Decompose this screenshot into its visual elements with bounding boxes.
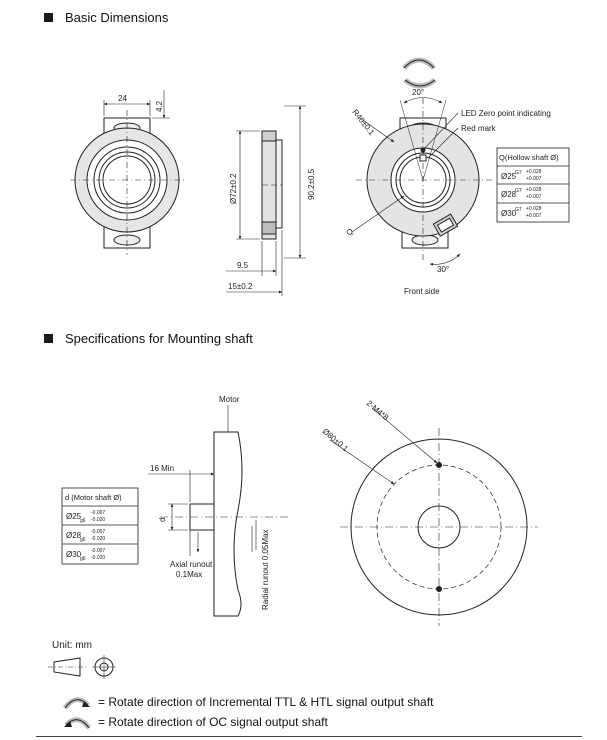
encoder-rear-view	[70, 90, 185, 255]
svg-text:+0.007: +0.007	[526, 213, 542, 219]
dim-20deg-label: 20°	[412, 88, 424, 97]
motor-label: Motor	[219, 395, 240, 404]
legend-clockwise: = Rotate direction of Incremental TTL & …	[62, 693, 433, 711]
section-basic-dimensions: Basic Dimensions	[44, 10, 168, 25]
svg-text:+0.028: +0.028	[526, 169, 542, 175]
section-basic-dimensions-title: Basic Dimensions	[65, 10, 169, 25]
dim-15-label: 15±0.2	[228, 282, 253, 291]
motor-table-row: Ø30 g6 -0.007 -0.020	[66, 548, 105, 562]
section-bullet-icon	[44, 13, 53, 22]
hollow-table-row: Ø28 G7 +0.028 +0.007	[501, 187, 542, 200]
dim-9-5-label: 9.5	[237, 261, 249, 270]
dim-24-label: 24	[118, 94, 127, 103]
svg-text:+0.028: +0.028	[526, 187, 542, 193]
motor-shaft-table	[61, 487, 139, 565]
svg-text:-0.020: -0.020	[91, 555, 105, 561]
bottom-divider	[36, 736, 582, 737]
legend-clockwise-text: = Rotate direction of Incremental TTL & …	[98, 695, 434, 709]
led-zero-label: LED Zero point indicating	[461, 109, 551, 118]
svg-text:-0.007: -0.007	[91, 529, 105, 535]
mounting-shaft-side-view	[148, 405, 290, 617]
dim-r40-label: R40±0.1	[350, 108, 376, 138]
motor-table-row: Ø28 g6 -0.007 -0.020	[66, 529, 105, 543]
dim-72-label: Ø72±0.2	[229, 173, 238, 204]
svg-text:Ø28: Ø28	[66, 531, 82, 540]
svg-text:Ø30: Ø30	[66, 550, 82, 559]
svg-text:G7: G7	[515, 170, 522, 176]
svg-text:-0.020: -0.020	[91, 517, 105, 523]
encoder-front-view	[351, 57, 492, 266]
svg-text:G7: G7	[515, 188, 522, 194]
min16-label: 16 Min	[150, 464, 174, 473]
rotate-ccw-arrow-icon	[64, 717, 92, 730]
svg-text:g6: g6	[80, 537, 86, 543]
section-mounting-shaft: Specifications for Mounting shaft	[44, 331, 253, 346]
dim-q-label: Q	[345, 227, 356, 238]
dim-90-label: 90.2±0.5	[307, 168, 316, 200]
hollow-table-rows: Ø25 G7 +0.028 +0.007 Ø28 G7 +0.028 +0.00…	[501, 169, 542, 219]
projection-symbol-icon	[48, 655, 116, 679]
motor-table-rows: Ø25 g6 -0.007 -0.020 Ø28 g6 -0.007 -0.02…	[66, 510, 105, 562]
svg-text:Ø28: Ø28	[501, 190, 517, 199]
section-bullet-icon	[44, 334, 53, 343]
radial-runout-label: Radial runout 0.05Max	[261, 530, 270, 611]
front-side-label: Front side	[404, 287, 440, 296]
svg-text:+0.028: +0.028	[526, 206, 542, 212]
svg-text:Ø25: Ø25	[66, 512, 82, 521]
svg-text:-0.007: -0.007	[91, 510, 105, 516]
red-mark-label: Red mark	[461, 124, 497, 133]
dim-30deg-label: 30°	[437, 265, 449, 274]
svg-text:+0.007: +0.007	[526, 194, 542, 200]
rotate-cw-arrow-icon	[62, 697, 90, 710]
svg-text:g6: g6	[80, 518, 86, 524]
d-label: d	[158, 518, 167, 522]
svg-text:-0.020: -0.020	[91, 536, 105, 542]
dia80-label: Ø80±0.1	[321, 427, 351, 454]
dim-4-2-label: 4.2	[155, 100, 164, 112]
unit-label: Unit: mm	[52, 640, 92, 651]
svg-text:g6: g6	[80, 556, 86, 562]
section-mounting-shaft-title: Specifications for Mounting shaft	[65, 331, 253, 346]
axial-runout-label: Axial runout	[170, 560, 213, 569]
hollow-shaft-table	[496, 147, 570, 223]
m4-label: 2-M4*8	[365, 399, 391, 423]
svg-text:+0.007: +0.007	[526, 176, 542, 182]
motor-table-row: Ø25 g6 -0.007 -0.020	[66, 510, 105, 524]
legend-counterclockwise: = Rotate direction of OC signal output s…	[62, 713, 328, 731]
axial-runout-value: 0.1Max	[176, 570, 202, 579]
svg-text:G7: G7	[515, 207, 522, 213]
motor-table-header: d (Motor shaft Ø)	[65, 493, 122, 502]
svg-text:Ø25: Ø25	[501, 172, 517, 181]
mounting-face-view	[329, 407, 538, 626]
hollow-table-header: Q(Hollow shaft Ø)	[499, 153, 559, 162]
svg-text:-0.007: -0.007	[91, 548, 105, 554]
encoder-side-view	[226, 105, 306, 296]
legend-counterclockwise-text: = Rotate direction of OC signal output s…	[98, 715, 328, 729]
svg-text:Ø30: Ø30	[501, 209, 517, 218]
hollow-table-row: Ø25 G7 +0.028 +0.007	[501, 169, 542, 182]
hollow-table-row: Ø30 G7 +0.028 +0.007	[501, 206, 542, 219]
